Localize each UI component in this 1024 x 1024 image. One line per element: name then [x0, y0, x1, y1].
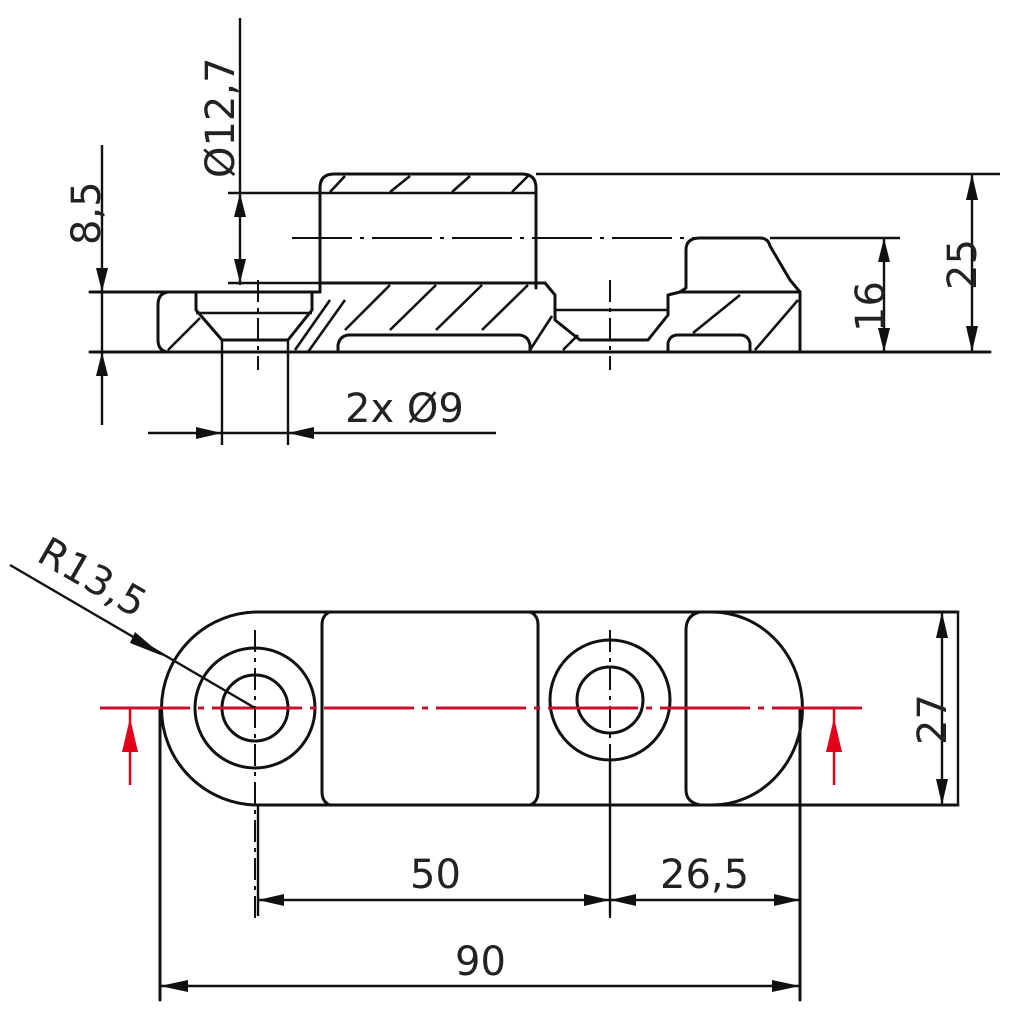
dim-boss-diameter: Ø12,7 [198, 57, 244, 178]
dim-height-step: 16 [848, 281, 894, 332]
dim-height-total: 25 [940, 239, 986, 290]
section-arrow-left [122, 718, 138, 752]
top-view: R13,5 27 50 26,5 90 [9, 529, 960, 1002]
dim-overall-length: 90 [455, 939, 506, 985]
dim-base-thickness: 8,5 [64, 181, 110, 245]
dim-hole-spacing: 50 [410, 852, 461, 898]
section-arrow-right [826, 718, 842, 752]
dim-hole-to-end: 26,5 [660, 852, 749, 898]
dim-width: 27 [910, 694, 956, 745]
boss-outline [318, 172, 538, 294]
section-view: 25 16 8,5 Ø12,7 2x Ø9 [64, 18, 1000, 445]
dim-hole-diameter: 2x Ø9 [345, 386, 464, 432]
